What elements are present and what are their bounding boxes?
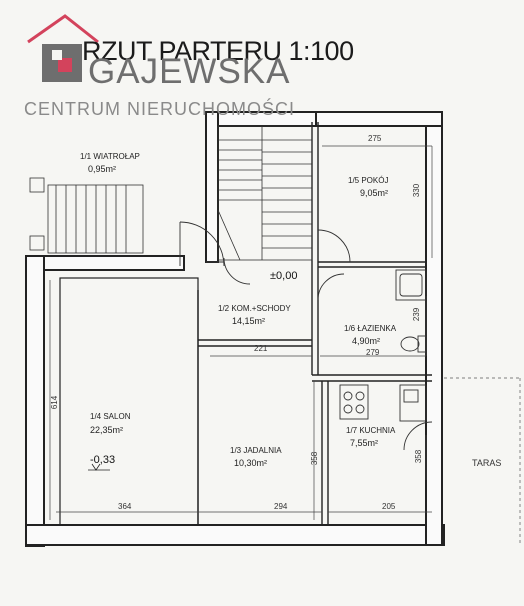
dim-pokoj-width: 275 [368, 134, 382, 143]
dim-lazienka-width: 279 [366, 348, 380, 357]
room-area-pokoj: 9,05m² [360, 188, 389, 198]
room-label-lazienka: 1/6 ŁAZIENKA [344, 324, 397, 333]
room-area-salon: 22,35m² [90, 425, 124, 435]
staircase [217, 125, 313, 261]
terrace-label: TARAS [472, 458, 502, 468]
room-area-jadalnia: 10,30m² [234, 458, 268, 468]
room-label-salon: 1/4 SALON [90, 412, 131, 421]
dim-kuchnia-width: 205 [382, 502, 396, 511]
room-label-kuchnia: 1/7 KUCHNIA [346, 426, 396, 435]
room-area-wiatrolap: 0,95m² [88, 164, 117, 174]
dim-salon-height: 614 [50, 395, 60, 410]
terrace-outline [444, 377, 521, 545]
dim-jadalnia-height: 358 [310, 451, 320, 466]
door-swings [179, 221, 433, 451]
level-salon: -0,33 [90, 454, 116, 466]
entrance-steps [29, 177, 144, 254]
room-area-lazienka: 4,90m² [352, 336, 381, 346]
logo-name: GAJEWSKA [88, 52, 291, 91]
fixtures [339, 269, 427, 422]
room-label-pokoj: 1/5 POKÓJ [348, 176, 389, 185]
logo-mark [27, 14, 99, 82]
dim-lazienka-height: 239 [412, 307, 422, 322]
room-area-komunikacja: 14,15m² [232, 316, 266, 326]
room-label-jadalnia: 1/3 JADALNIA [230, 446, 282, 455]
logo-subtitle: CENTRUM NIERUCHOMOŚCI [24, 99, 295, 119]
room-area-kuchnia: 7,55m² [350, 438, 379, 448]
room-label-wiatrolap: 1/1 WIATROŁAP [80, 152, 140, 161]
dim-jadalnia-width: 294 [274, 502, 288, 511]
dim-kuchnia-height: 358 [414, 449, 424, 464]
exterior-walls [25, 111, 445, 547]
level-ground: ±0,00 [270, 270, 298, 282]
dim-salon-width: 364 [118, 502, 132, 511]
dim-komunikacja-width: 221 [254, 344, 268, 353]
dimension-lines [49, 145, 433, 520]
level-marker [88, 463, 110, 471]
room-label-komunikacja: 1/2 KOM.+SCHODY [218, 304, 291, 313]
dim-pokoj-height: 330 [412, 183, 422, 198]
plan-title: RZUT PARTERU 1:100 [82, 36, 354, 66]
